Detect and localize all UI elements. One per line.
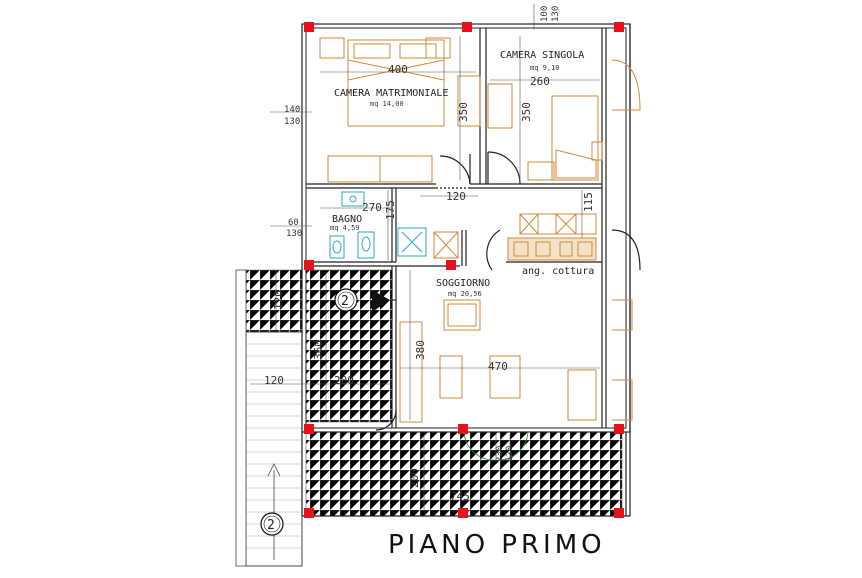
dim-140: 140 <box>284 105 300 115</box>
section-marker-top-label: 2 <box>341 294 349 309</box>
dim-120-d: 120 <box>505 446 515 462</box>
room-area-camera-singola: mq 9,10 <box>530 64 560 72</box>
section-marker-bottom-label: 2 <box>267 518 275 533</box>
room-area-soggiorno: mq 20,56 <box>448 290 482 298</box>
dim-100: 100 <box>540 6 550 22</box>
dim-175: 175 <box>384 200 397 220</box>
dim-130-a: 130 <box>284 117 300 127</box>
dim-400: 400 <box>388 63 408 76</box>
dim-270: 270 <box>362 201 382 214</box>
room-name-camera-matrimoniale: CAMERA MATRIMONIALE <box>334 88 448 99</box>
dim-350-b: 350 <box>520 102 533 122</box>
dim-120-b: 120 <box>272 290 285 310</box>
dim-470: 470 <box>488 360 508 373</box>
dim-360: 360 <box>312 340 325 360</box>
single-bed <box>487 83 603 181</box>
dim-200-a: 200 <box>334 374 354 387</box>
dim-380: 380 <box>414 340 427 360</box>
dim-200-b: 200 <box>408 468 421 488</box>
kitchen-units <box>507 213 597 261</box>
section-arrow-icon <box>372 290 390 312</box>
walls <box>301 23 641 517</box>
dim-115: 115 <box>582 192 595 212</box>
dim-260: 260 <box>530 75 550 88</box>
room-name-angolo-cottura: ang. cottura <box>522 266 594 277</box>
room-area-camera-matrimoniale: mq 14,00 <box>370 100 404 108</box>
bathroom-fixtures <box>329 191 459 259</box>
dim-120-a: 120 <box>446 190 466 203</box>
section-marker-bottom: 2 <box>260 512 284 536</box>
section-marker-top: 2 <box>334 288 396 312</box>
room-name-soggiorno: SOGGIORNO <box>436 278 490 289</box>
doors <box>375 151 529 461</box>
dim-60: 60 <box>288 218 299 228</box>
balcony-tiles <box>305 431 623 517</box>
dim-120-c: 120 <box>264 374 284 387</box>
dim-130-b: 130 <box>286 229 302 239</box>
dim-230: 230 <box>495 446 505 462</box>
stair-landing-tiles <box>245 269 303 333</box>
staircase <box>235 269 303 567</box>
living-furniture <box>399 299 597 423</box>
room-name-camera-singola: CAMERA SINGOLA <box>500 50 584 61</box>
dim-350-a: 350 <box>457 102 470 122</box>
dim-745: 745 <box>450 490 470 503</box>
pillars <box>304 22 624 518</box>
room-name-bagno: BAGNO <box>332 214 362 225</box>
drawing-title: PIANO PRIMO <box>388 530 606 560</box>
dim-130-c: 130 <box>551 6 561 22</box>
dimension-lines <box>250 4 620 512</box>
room-area-bagno: mq 4,59 <box>330 224 360 232</box>
double-bed <box>319 37 481 183</box>
